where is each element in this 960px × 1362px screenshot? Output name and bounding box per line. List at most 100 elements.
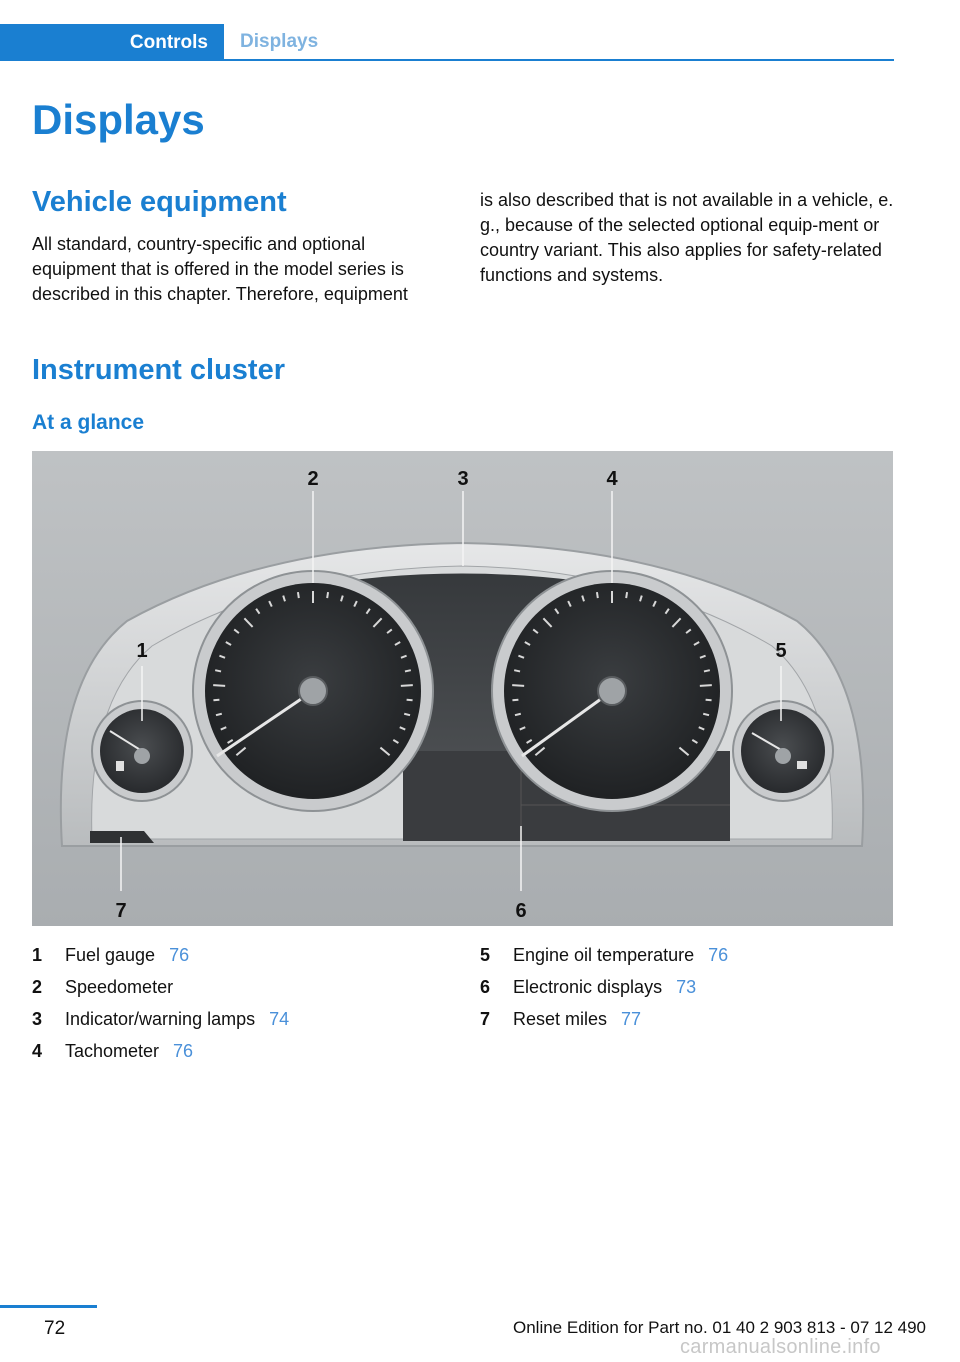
dial-tick [685,628,692,634]
list-item: 7 Reset miles 77 [480,1003,728,1035]
tab-displays[interactable]: Displays [224,24,894,61]
dial-tick [519,726,526,731]
dial-tick [532,628,539,634]
dial-tick [213,698,220,702]
dial-tick [326,591,330,599]
callout-7: 7 [115,900,126,922]
callout-3: 3 [457,468,468,490]
dial-tick [512,698,519,702]
dial-tick [214,669,222,673]
dial-tick [554,608,560,615]
tab-controls[interactable]: Controls [0,24,224,61]
dial-tick [652,600,657,607]
page-reference-link[interactable]: 76 [169,944,190,965]
callout-lines [120,491,782,891]
callout-5: 5 [775,640,786,662]
dial-tick [703,669,711,673]
legend-label: Fuel gauge [65,944,156,965]
legend-number: 2 [32,976,43,997]
dial-tick [243,617,254,628]
dial-tick [379,746,391,757]
dial-tick [220,726,227,731]
dial-tick [542,617,553,628]
dial-tick [581,595,585,602]
dial-tick [400,684,413,687]
dial-tick [386,628,393,634]
legend-label: Engine oil temperature [513,944,695,965]
dial-tick [213,684,226,687]
engine-oil-temperature-dial [732,700,834,802]
legend-label: Reset miles [513,1008,608,1029]
vehicle-equipment-heading: Vehicle equipment [32,186,287,218]
legend-number: 6 [480,976,491,997]
dial-tick [512,684,525,687]
fuel-gauge-dial [91,700,193,802]
legend-number: 1 [32,944,43,965]
dial-tick [513,669,521,673]
dial-tick [693,641,700,646]
edition-note: Online Edition for Part no. 01 40 2 903 … [513,1318,927,1337]
speedometer-dial [192,570,434,812]
legend-right: 5 Engine oil temperature 76 6 Electronic… [480,939,728,1035]
dial-tick [698,726,705,731]
dial-tick [702,712,710,717]
legend-number: 4 [32,1040,43,1061]
reset-miles-button [90,831,154,843]
dial-tick [699,684,712,687]
list-item: 2 Speedometer [32,971,289,1003]
vehicle-equipment-text-col1: All standard, country-specific and optio… [32,234,408,304]
page-number: 72 [44,1318,66,1339]
dial-tick [400,654,407,659]
dial-tick [227,739,234,744]
legend-label: Electronic displays [513,976,663,997]
dial-tick [526,739,533,744]
at-a-glance-heading: At a glance [32,411,145,434]
dial-tick [282,595,286,602]
list-item: 4 Tachometer 76 [32,1035,289,1067]
legend-label: Tachometer [65,1040,160,1061]
tachometer-dial [491,570,733,812]
page-title: Displays [32,96,205,143]
dial-tick [518,654,525,659]
footer-rule [0,1305,97,1308]
list-item: 3 Indicator/warning lamps 74 [32,1003,289,1035]
page-reference-link[interactable]: 74 [269,1008,290,1029]
dial-tick [235,746,247,757]
dial-tick [639,595,643,602]
callout-2: 2 [307,468,318,490]
list-item: 5 Engine oil temperature 76 [480,939,728,971]
callout-6: 6 [515,900,526,922]
dial-tick [664,608,670,615]
callout-1: 1 [136,640,147,662]
dial-tick [268,600,273,607]
dial-tick [514,712,522,717]
dial-tick [567,600,572,607]
legend-number: 3 [32,1008,43,1029]
dial-tick [340,595,344,602]
vehicle-equipment-text-col2: is also described that is not available … [480,190,894,285]
dial-tick [365,608,371,615]
dial-tick [225,641,232,646]
dial-tick [671,617,682,628]
dial-tick [255,608,261,615]
watermark: carmanualsonline.info [680,1336,881,1358]
dial-tick [392,739,399,744]
list-item: 1 Fuel gauge 76 [32,939,289,971]
page-reference-link[interactable]: 77 [621,1008,642,1029]
callout-4: 4 [606,468,618,490]
page-reference-link[interactable]: 76 [173,1040,194,1061]
page-reference-link[interactable]: 76 [708,944,729,965]
dial-tick [233,628,240,634]
dial-tick [705,698,712,702]
dial-tick [406,698,413,702]
legend-label: Indicator/warning lamps [65,1008,256,1029]
dial-tick [404,669,412,673]
dial-tick [215,712,223,717]
dial-tick [699,654,706,659]
legend-left: 1 Fuel gauge 76 2 Speedometer 3 Indicato… [32,939,289,1067]
legend-label: Speedometer [65,976,174,997]
header-tabs: Controls Displays [0,24,894,61]
page-reference-link[interactable]: 73 [676,976,697,997]
dial-tick [595,591,599,599]
instrument-cluster-figure: 1 2 3 4 5 6 7 [32,451,893,926]
